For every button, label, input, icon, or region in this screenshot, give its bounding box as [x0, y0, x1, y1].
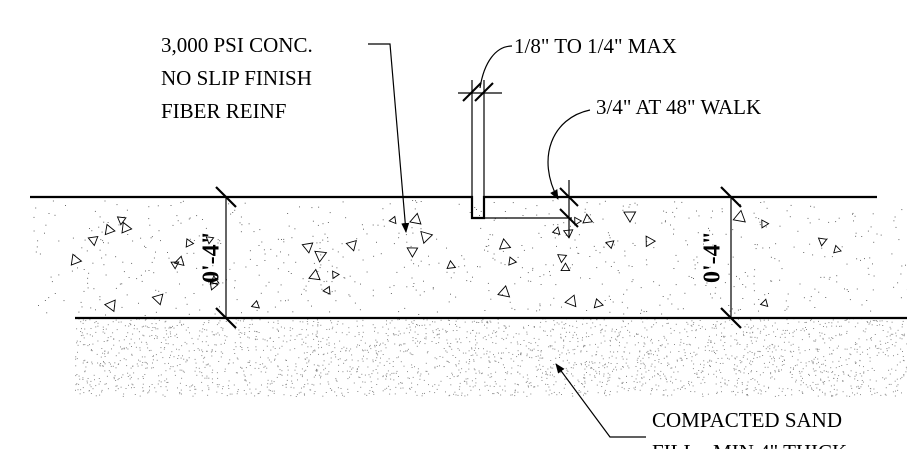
sand-note-line-1: COMPACTED SAND — [652, 408, 842, 432]
slab-thickness-label-left: 0'-4" — [199, 231, 225, 283]
concrete-note-leader — [368, 43, 410, 233]
concrete-hatch — [33, 200, 907, 316]
sand-note-line-2: FILL - MIN 4" THICK — [652, 440, 847, 449]
sand-note-leader — [555, 363, 646, 438]
joint-depth-note: 3/4" AT 48" WALK — [596, 95, 761, 119]
concrete-note-line-1: 3,000 PSI CONC. — [161, 33, 313, 57]
slab-top-line — [30, 195, 877, 220]
slab-thickness-label-right: 0'-4" — [700, 231, 726, 283]
joint-depth-dimension — [484, 109, 591, 238]
concrete-note-line-2: NO SLIP FINISH — [161, 66, 312, 90]
joint-width-dimension — [458, 45, 513, 197]
slab-thickness-dimension-left: 0'-4" — [199, 186, 237, 329]
sand-fill-hatch — [75, 318, 907, 397]
slab-outline — [30, 195, 907, 320]
slab-thickness-dimension-right: 0'-4" — [700, 186, 742, 329]
joint-width-note: 1/8" TO 1/4" MAX — [514, 34, 677, 58]
concrete-note-line-3: FIBER REINF — [161, 99, 286, 123]
